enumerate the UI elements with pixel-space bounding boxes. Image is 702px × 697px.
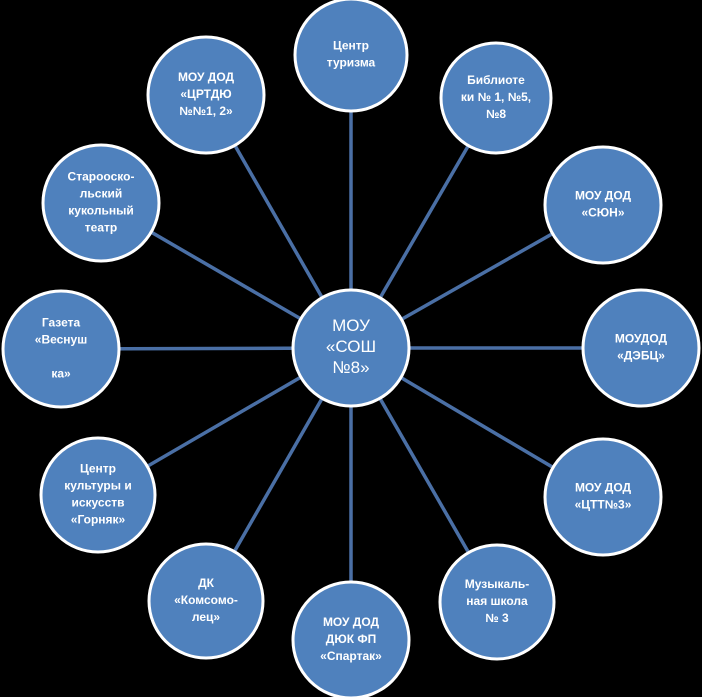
node-label-debc: МОУДОД «ДЭБЦ» bbox=[615, 332, 668, 363]
node-label-line: культуры и bbox=[64, 479, 131, 493]
node-label-line: ки № 1, №5, bbox=[461, 90, 531, 104]
node-label-line: Старооско- bbox=[68, 170, 135, 184]
node-label-line: лец» bbox=[192, 610, 221, 624]
node-label-line: №8» bbox=[332, 358, 369, 377]
node-circle-komsomolets bbox=[147, 542, 265, 660]
node-label-line: искусств bbox=[71, 496, 124, 510]
node-libraries: Библиоте ки № 1, №5, №8 bbox=[439, 41, 553, 155]
node-circle-puppet-theatre bbox=[41, 143, 161, 263]
node-label-line: Музыкаль- bbox=[465, 577, 529, 591]
node-label-line: №8 bbox=[486, 107, 506, 121]
node-circle-debc bbox=[581, 288, 701, 408]
node-label-line: ка» bbox=[51, 367, 71, 381]
node-circle-center-tourism bbox=[293, 0, 409, 113]
node-label-line: Библиоте bbox=[467, 73, 525, 87]
node-label-syun: МОУ ДОД «СЮН» bbox=[575, 189, 632, 220]
node-label-line: «ДЭБЦ» bbox=[617, 349, 665, 363]
center-node-label: МОУ «СОШ №8» bbox=[326, 316, 376, 377]
node-label-line: «Веснуш bbox=[35, 333, 87, 347]
center-node-circle bbox=[291, 288, 411, 408]
node-label-line: «СЮН» bbox=[581, 206, 624, 220]
node-music-school: Музыкаль-ная школа № 3 bbox=[438, 543, 556, 661]
node-label-line: МОУДОД bbox=[615, 332, 668, 346]
node-spartak: МОУ ДОД ДЮК ФП «Спартак» bbox=[291, 580, 411, 697]
node-label-spartak: МОУ ДОД ДЮК ФП «Спартак» bbox=[320, 615, 382, 663]
node-label-line: Центр bbox=[80, 462, 116, 476]
node-circle-gornyak bbox=[39, 436, 157, 554]
node-label-line: кукольный bbox=[68, 204, 133, 218]
node-label-line: ДЮК ФП bbox=[326, 632, 376, 646]
node-label-line: «ЦРТДЮ bbox=[180, 87, 231, 101]
node-label-line: МОУ bbox=[332, 316, 370, 335]
node-label-ctt3: МОУ ДОД «ЦТТ№3» bbox=[575, 481, 632, 512]
node-center-tourism: Центр туризма bbox=[293, 0, 409, 113]
node-label-line: Газета bbox=[42, 316, 81, 330]
node-circle-libraries bbox=[439, 41, 553, 155]
node-label-crtdu: МОУ ДОД «ЦРТДЮ №№1, 2» bbox=[178, 70, 235, 118]
node-label-line: МОУ ДОД bbox=[575, 189, 632, 203]
node-label-line: №№1, 2» bbox=[179, 104, 233, 118]
node-label-line: «СОШ bbox=[326, 337, 376, 356]
node-label-line: Центр bbox=[333, 39, 369, 53]
node-label-line: ная школа bbox=[466, 594, 528, 608]
node-label-line: «Горняк» bbox=[71, 513, 126, 527]
node-label-line: МОУ ДОД bbox=[575, 481, 632, 495]
node-circle-music-school bbox=[438, 543, 556, 661]
node-circle-crtdu bbox=[146, 35, 266, 155]
node-crtdu: МОУ ДОД «ЦРТДЮ №№1, 2» bbox=[146, 35, 266, 155]
node-label-line: туризма bbox=[327, 56, 376, 70]
node-label-libraries: Библиоте ки № 1, №5, №8 bbox=[461, 73, 531, 121]
node-vesnushka: Газета «Веснуш ка» bbox=[1, 289, 121, 409]
node-label-line: МОУ ДОД bbox=[323, 615, 380, 629]
node-label-music-school: Музыкаль-ная школа № 3 bbox=[465, 577, 529, 625]
node-label-line: «Спартак» bbox=[320, 649, 382, 663]
node-label-line: ДК bbox=[198, 576, 215, 590]
node-label-vesnushka: Газета «Веснуш ка» bbox=[35, 316, 87, 381]
node-circle-spartak bbox=[291, 580, 411, 697]
node-debc: МОУДОД «ДЭБЦ» bbox=[581, 288, 701, 408]
node-label-line: «Комсомо- bbox=[174, 593, 238, 607]
center-node: МОУ «СОШ №8» bbox=[291, 288, 411, 408]
node-label-gornyak: Центр культуры и искусств «Горняк» bbox=[64, 462, 131, 527]
node-label-center-tourism: Центр туризма bbox=[327, 39, 376, 70]
node-label-line: «ЦТТ№3» bbox=[575, 498, 632, 512]
node-ctt3: МОУ ДОД «ЦТТ№3» bbox=[543, 437, 663, 557]
node-label-line: театр bbox=[85, 221, 117, 235]
node-label-line: № 3 bbox=[485, 611, 509, 625]
node-syun: МОУ ДОД «СЮН» bbox=[543, 145, 663, 265]
node-label-puppet-theatre: Старооско-льский кукольный театр bbox=[68, 170, 135, 235]
node-label-line: льский bbox=[80, 187, 122, 201]
node-circle-ctt3 bbox=[543, 437, 663, 557]
node-komsomolets: ДК «Комсомо-лец» bbox=[147, 542, 265, 660]
node-circle-vesnushka bbox=[1, 289, 121, 409]
node-gornyak: Центр культуры и искусств «Горняк» bbox=[39, 436, 157, 554]
node-circle-syun bbox=[543, 145, 663, 265]
node-puppet-theatre: Старооско-льский кукольный театр bbox=[41, 143, 161, 263]
node-label-line: МОУ ДОД bbox=[178, 70, 235, 84]
node-label-komsomolets: ДК «Комсомо-лец» bbox=[174, 576, 238, 624]
